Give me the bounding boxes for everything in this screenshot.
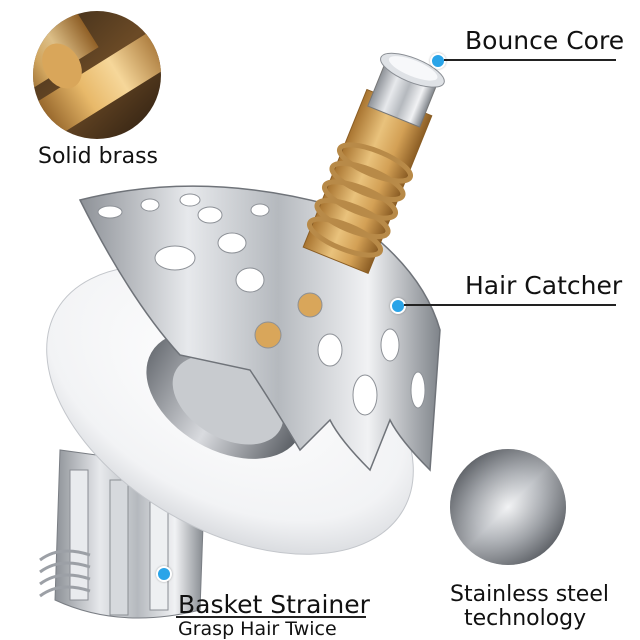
brass-closeup-icon [33,11,161,139]
stainless-label-line2: technology [464,606,587,631]
basket-strainer-underline [176,616,366,618]
bounce-core-label: Bounce Core [465,26,625,55]
hair-catcher-leader [404,304,616,306]
solid-brass-label: Solid brass [38,144,159,169]
stainless-label-line1: Stainless steel [450,582,609,607]
basket-strainer-marker [156,566,172,582]
hair-catcher-label: Hair Catcher [465,271,623,300]
stainless-disc-icon [450,449,566,565]
grasp-hair-label: Grasp Hair Twice [178,618,337,640]
bounce-core-leader [444,59,616,61]
basket-strainer-label: Basket Strainer [178,590,370,619]
bounce-core-marker [430,53,446,69]
hair-catcher-marker [390,298,406,314]
